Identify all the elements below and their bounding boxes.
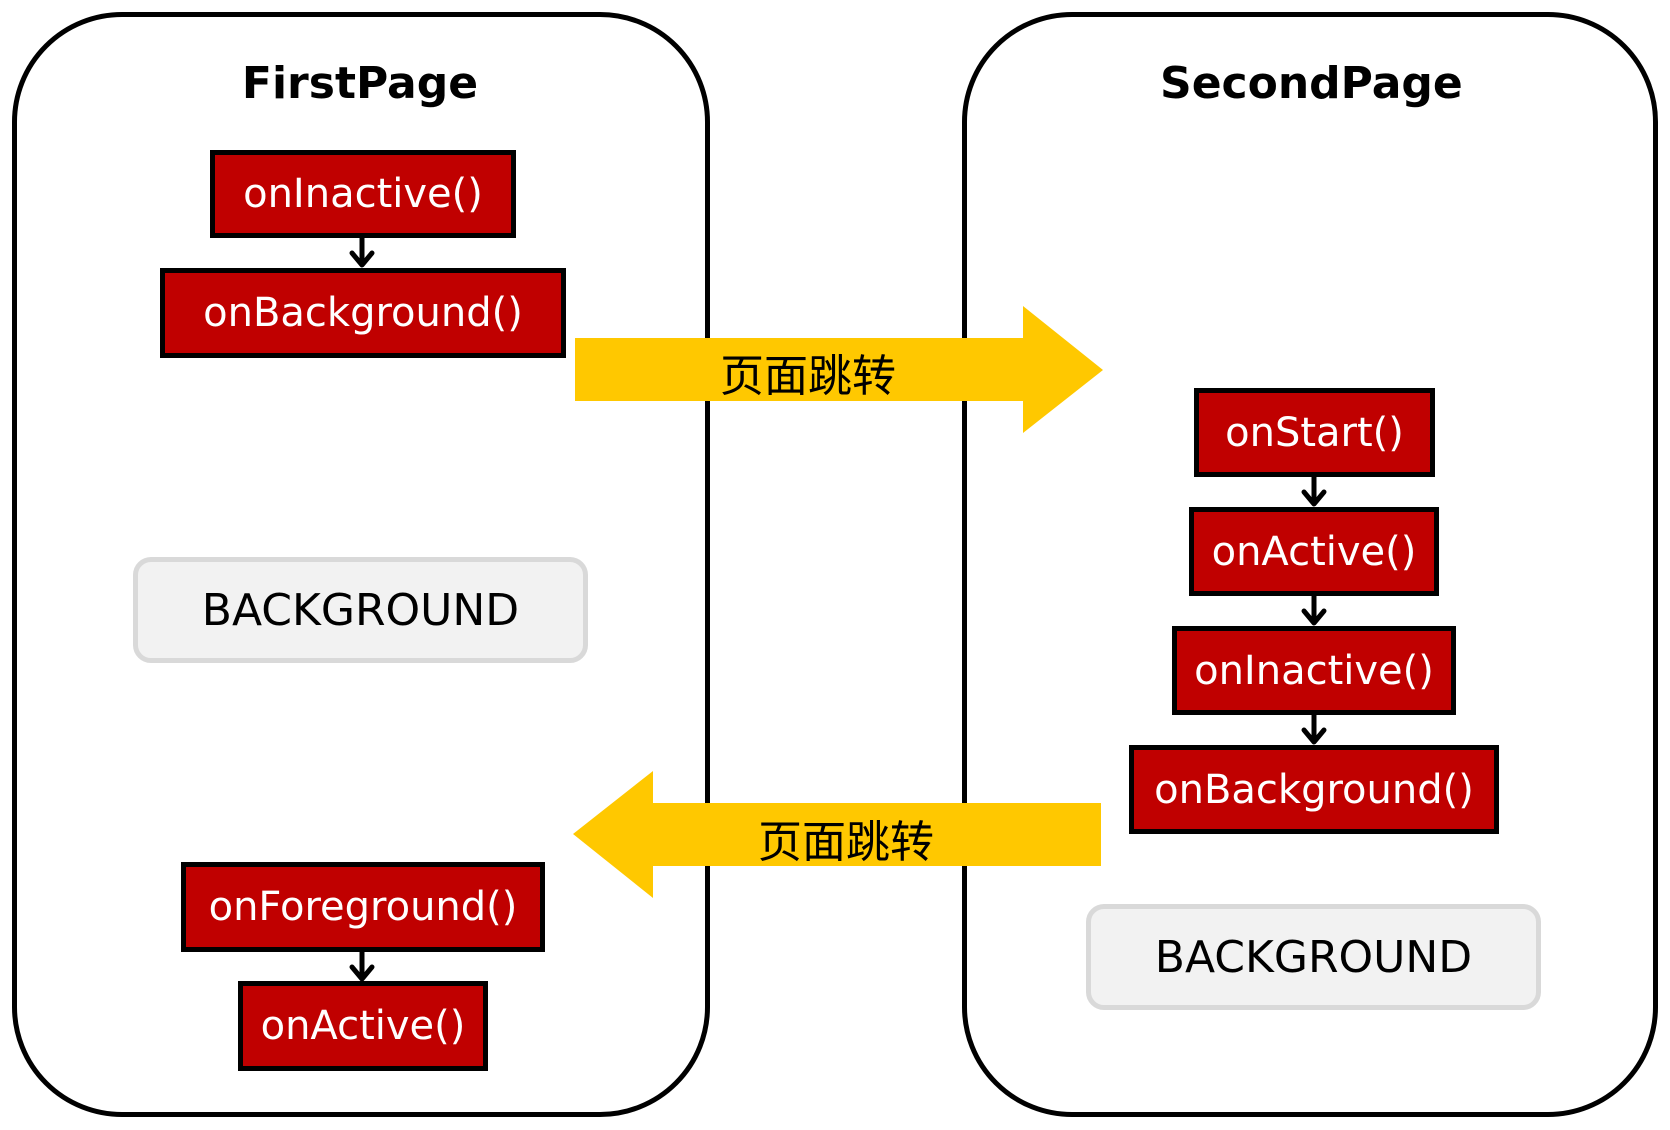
first-page-state-badge: BACKGROUND [133,557,588,663]
arrow-second-inactive-to-background [1301,712,1327,745]
first-page-title: FirstPage [241,58,479,109]
back-transition-label: 页面跳转 [758,817,934,868]
first-page-callback-onforeground: onForeground() [181,862,545,952]
first-page-callback-onbackground: onBackground() [160,268,566,358]
first-page-callback-onactive: onActive() [238,981,488,1071]
arrow-second-start-to-active [1301,474,1327,507]
forward-transition-arrow [575,306,1103,433]
arrow-first-foreground-to-active [349,949,375,982]
arrow-second-active-to-inactive [1301,593,1327,626]
second-page-callback-onstart: onStart() [1194,388,1435,477]
first-page-callback-oninactive: onInactive() [210,150,516,238]
back-transition-arrow [573,771,1101,898]
second-page-title: SecondPage [1160,58,1463,109]
arrow-first-inactive-to-background [349,235,375,268]
second-page-callback-oninactive: onInactive() [1172,626,1456,715]
second-page-callback-onbackground: onBackground() [1129,745,1499,834]
second-page-state-badge: BACKGROUND [1086,904,1541,1010]
second-page-callback-onactive: onActive() [1189,507,1439,596]
forward-transition-label: 页面跳转 [720,351,896,402]
